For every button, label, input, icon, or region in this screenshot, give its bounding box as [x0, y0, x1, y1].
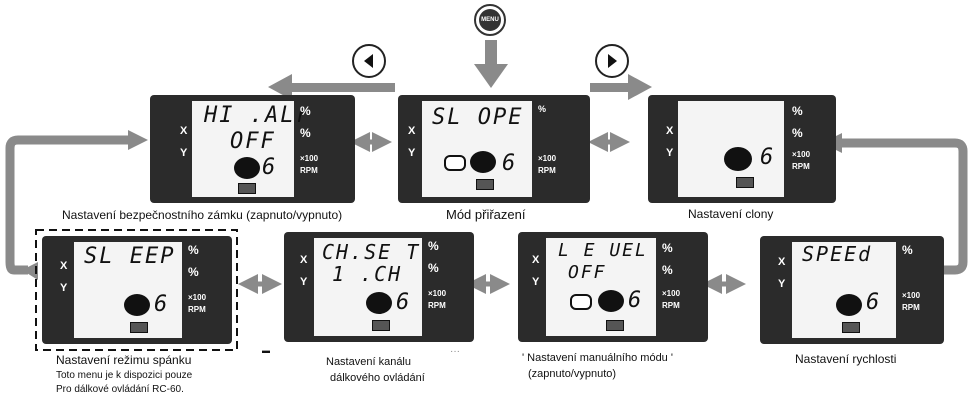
- right-button-icon[interactable]: [595, 44, 629, 78]
- lcd-aperture: X Y 6 % % ×100 RPM: [648, 95, 836, 203]
- battery-icon: [606, 320, 624, 331]
- caption-hi-alarm: Nastavení bezpečnostního zámku (zapnuto/…: [62, 208, 343, 222]
- caption-chset-2: dálkového ovládání: [330, 372, 425, 384]
- caption-level-2: (zapnuto/vypnuto): [528, 368, 617, 380]
- stray-dots: ···: [450, 346, 460, 357]
- battery-icon: [130, 322, 148, 333]
- lcd-line1: L E UEL: [558, 240, 648, 261]
- lcd-hi-alarm: X Y HI .ALr OFF 6 % % ×100 RPM: [150, 95, 355, 203]
- caption-speed: Nastavení rychlosti: [795, 352, 897, 366]
- lens-icon: [366, 292, 392, 314]
- left-loop-connector: [5, 135, 130, 275]
- left-nav-arrow: [268, 74, 395, 100]
- lcd-line2: OFF: [568, 262, 607, 283]
- camera-icon: [444, 155, 466, 171]
- lcd-chset: X Y CH.SE T 1 .CH 6 % % ×100 RPM: [284, 232, 474, 342]
- lens-icon: [124, 294, 150, 316]
- lcd-line2: OFF: [230, 129, 276, 154]
- lens-icon: [470, 151, 496, 173]
- lcd-level: X Y L E UEL OFF 6 % % ×100 RPM: [518, 232, 708, 342]
- right-nav-arrow: [590, 74, 652, 100]
- note-sleep-2: Pro dálkové ovládání RC-60.: [56, 384, 184, 395]
- menu-button-label: MENU: [479, 9, 501, 31]
- lcd-line1: SL OPE: [432, 105, 524, 130]
- lcd-sleep: X Y SL EEP 6 % % ×100 RPM: [42, 236, 232, 344]
- lcd-speed: X Y SPEEd 6 % ×100 RPM: [760, 236, 944, 344]
- camera-icon: [570, 294, 592, 310]
- menu-button[interactable]: MENU: [474, 4, 506, 36]
- lens-icon: [598, 290, 624, 312]
- caption-sleep: Nastavení režimu spánku: [56, 353, 192, 367]
- lcd-line1: SPEEd: [802, 242, 873, 266]
- caption-aperture: Nastavení clony: [688, 207, 774, 221]
- caption-chset-1: Nastavení kanálu: [326, 356, 411, 368]
- lens-icon: [836, 294, 862, 316]
- lcd-line1: CH.SE T: [322, 240, 421, 264]
- battery-icon: [842, 322, 860, 333]
- battery-icon: [736, 177, 754, 188]
- sleep-dashed-frame: [35, 229, 238, 351]
- battery-icon: [372, 320, 390, 331]
- menu-down-arrow: [474, 40, 508, 88]
- right-loop-connector: [840, 138, 968, 275]
- lcd-line2: 1 .CH: [332, 262, 403, 286]
- note-sleep-1: Toto menu je k dispozici pouze: [56, 370, 193, 381]
- battery-icon: [476, 179, 494, 190]
- caption-slope: Mód přiřazení: [446, 207, 526, 222]
- caption-level-1: ' Nastavení manuálního módu ': [522, 352, 673, 364]
- battery-icon: [238, 183, 256, 194]
- lens-icon: [234, 157, 260, 179]
- lcd-line1: SL EEP: [84, 244, 176, 269]
- lens-icon: [724, 147, 752, 171]
- left-button-icon[interactable]: [352, 44, 386, 78]
- lcd-line1: HI .ALr: [204, 103, 311, 128]
- stray-dash: ▬: [262, 346, 270, 355]
- lcd-slope: X Y SL OPE 6 % ×100 RPM: [398, 95, 590, 203]
